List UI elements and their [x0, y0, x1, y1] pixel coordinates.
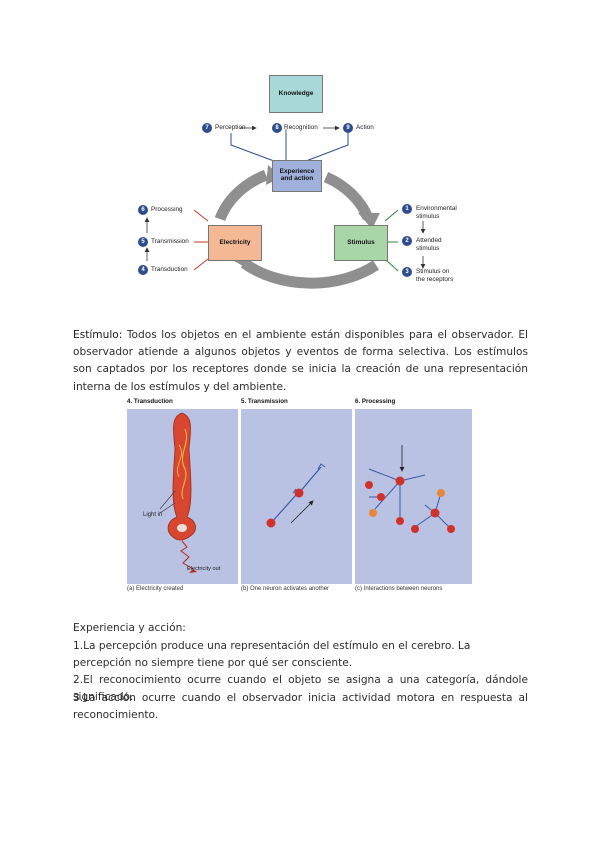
knowledge-box: Knowledge — [269, 75, 323, 113]
attended-stimulus-label: Attended stimulus — [416, 237, 442, 252]
neuron-pair-illustration — [266, 463, 326, 528]
cycle-arrow-top-right — [323, 171, 374, 221]
environmental-stimulus-label: Environmental stimulus — [416, 205, 457, 220]
electricity-box: Electricity — [208, 225, 262, 261]
recognition-item: 2.El reconocimiento ocurre cuando el obj… — [73, 674, 528, 704]
transmission-panel-title: 5. Transmission — [241, 398, 288, 405]
cycle-arrow-top-left — [214, 169, 269, 222]
perception-item: 1.La percepción produce una representaci… — [73, 640, 471, 670]
processing-label: Processing — [151, 206, 183, 213]
step-7-badge: 7 — [202, 123, 212, 133]
stimulus-term: Estímulo — [73, 329, 119, 341]
recognition-label: Recognition — [284, 124, 318, 131]
transduction-caption: (a) Electricity created — [127, 586, 184, 592]
step-4-badge: 4 — [138, 265, 148, 275]
step-6-badge: 6 — [138, 205, 148, 215]
transmission-caption: (b) One neuron activates another — [241, 586, 330, 592]
light-in-label: Light in — [143, 512, 163, 518]
transmission-label: Transmission — [151, 238, 189, 245]
step-2-badge: 2 — [402, 236, 412, 246]
step-8-badge: 8 — [272, 123, 282, 133]
processing-panel — [355, 409, 472, 584]
stimulus-description: : Todos los objetos en el ambiente están… — [73, 329, 528, 393]
neuron-network-illustration — [365, 445, 455, 533]
electricity-out-label: Electricity out — [187, 566, 221, 572]
action-label: Action — [356, 124, 374, 131]
perceptual-process-diagram: Knowledge Experience and action Electric… — [136, 73, 462, 305]
experience-action-heading: Experiencia y acción: — [73, 622, 186, 634]
receptor-cell-illustration — [159, 412, 197, 573]
cycle-arrow-bottom — [240, 258, 380, 289]
perception-label: Perception — [215, 124, 246, 131]
step-5-badge: 5 — [138, 237, 148, 247]
neural-stages-figure: 4. Transduction 5. Transmission 6. Proce… — [125, 398, 474, 596]
stimulus-box: Stimulus — [334, 225, 388, 261]
processing-caption: (c) Interactions between neurons — [355, 586, 443, 592]
step-9-badge: 9 — [343, 123, 353, 133]
transduction-panel: Light in Electricity out — [127, 409, 238, 584]
experience-action-box: Experience and action — [272, 160, 322, 192]
processing-panel-title: 6. Processing — [355, 398, 396, 405]
transduction-label: Transduction — [151, 266, 188, 273]
step-1-badge: 1 — [402, 204, 412, 214]
step-3-badge: 3 — [402, 267, 412, 277]
cycle-arrowhead-1 — [358, 213, 380, 229]
action-item: 3.La acción ocurre cuando el observador … — [73, 692, 528, 722]
stimulus-receptors-label: Stimulus on the receptors — [416, 268, 454, 283]
stimulus-paragraph: Estímulo: Todos los objetos en el ambien… — [73, 327, 528, 396]
transduction-panel-title: 4. Transduction — [127, 398, 173, 405]
transmission-panel — [241, 409, 352, 584]
